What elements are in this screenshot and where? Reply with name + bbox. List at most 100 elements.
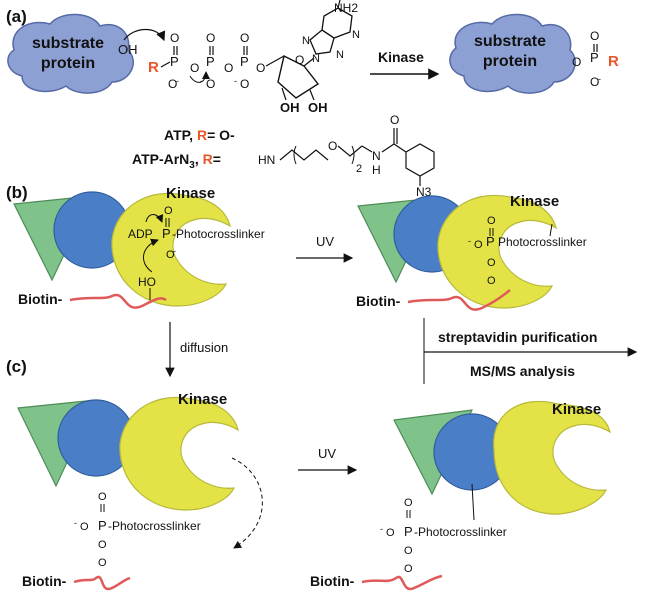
panel-label-c: (c) [6,357,27,376]
minus-b2: - [468,236,471,246]
oxide-c1: O [80,521,89,533]
product-oxide: O [590,75,599,89]
ribose-o: O [295,53,304,67]
minus-b1: - [173,246,176,256]
crosslink-bond-b2 [549,223,553,237]
photocrosslinker-c2: -Photocrosslinker [414,525,507,539]
phosphate-1: P [170,54,179,69]
imidazole-ring [309,29,335,55]
product-p: P [590,50,599,65]
oxo-b1: O [164,205,173,217]
oxo-2: O [206,31,215,45]
product-o: O [572,55,581,69]
minus-c2: - [380,524,383,534]
p-label-b1: P [162,226,171,241]
product-minus: - [598,74,601,84]
product-label-line2: protein [483,53,537,70]
amide-n: N [372,149,381,163]
r-group-label: R [148,59,159,76]
bridge-o-3: O [256,61,265,75]
oxo-3: O [240,31,249,45]
atp-arn3-label: ATP-ArN3, R= [132,151,221,171]
adenine-n1: N [352,29,360,41]
hydroxyl-3: OH [308,100,328,115]
crosslink-bond-c2 [471,483,475,521]
kinase-shape-c1 [119,396,239,511]
bond [381,143,395,153]
uv-label-c: UV [318,446,336,461]
bridge-o-c1a: O [98,539,107,551]
ribose-ring [277,54,320,99]
linker-hn: HN [258,153,275,167]
oxide-b2: O [474,239,483,251]
biotin-label-b1: Biotin- [18,291,63,307]
attack-arrow [123,28,166,42]
kinase-label-c1: Kinase [178,391,227,408]
kinase-shape-c2 [493,400,611,515]
bracket-right [351,145,355,165]
oxide-c2: O [386,527,395,539]
bridge-o-c2b: O [404,563,413,575]
oxide-1: O [168,77,177,91]
biotin-label-b2: Biotin- [356,293,401,309]
bridge-o-1: O [190,61,199,75]
adenine-n9: N [312,53,320,65]
dashed-diffusion-arrow [231,457,263,549]
adenine-n7: N [302,35,310,47]
product-label-line1: substrate [474,33,546,50]
bracket-left [293,145,297,165]
kinase-label-b2: Kinase [510,193,559,210]
kinase-shape-b1 [111,192,231,307]
phosphate-2: P [206,54,215,69]
phosphate-3: P [240,54,249,69]
bond [160,61,171,68]
oxo-c2: O [404,497,413,509]
bridge-o-c1b: O [98,557,107,569]
kinase-shape-b2 [437,194,557,309]
biotin-linker-b1 [69,293,167,309]
product-oxo: O [590,29,599,43]
panel-label-a: (a) [6,7,27,26]
biotin-linker-b2 [407,289,511,311]
uv-label-b: UV [316,234,334,249]
biotin-linker-c2 [361,574,443,591]
benzene-ring [405,143,435,177]
ho-label: HO [138,275,156,289]
p-label-b2: P [486,234,495,249]
substrate-label-line2: protein [41,55,95,72]
biotin-label-c2: Biotin- [310,573,355,589]
photocrosslinker-c1: -Photocrosslinker [108,519,201,533]
curved-arrow-adp [145,214,164,223]
biotin-label-c1: Biotin- [22,573,67,589]
amine-label: NH2 [334,1,358,15]
bridge-o-b2a: O [487,257,496,269]
oxide-3: O [240,77,249,91]
hydroxyl-2: OH [280,100,300,115]
oxide-2: O [206,77,215,91]
bond [265,55,285,67]
streptavidin-label: streptavidin purification [438,329,597,345]
biotin-linker-c1 [73,575,131,591]
linker-o: O [328,139,337,153]
msms-label: MS/MS analysis [470,363,575,379]
amide-h: H [372,163,381,177]
p-label-c2: P [404,524,413,539]
minus-c1: - [74,518,77,528]
leaving-arrow [189,71,210,83]
carbonyl-o: O [390,113,399,127]
minus-1: - [176,76,179,86]
minus-3: - [234,76,237,86]
substrate-cloud-left [7,13,134,94]
oxo-b2: O [487,215,496,227]
bond [361,145,373,153]
atp-label: ATP, R= O- [164,127,235,143]
bridge-o-c2a: O [404,545,413,557]
oxide-b1: O [166,249,175,261]
adp-label: ADP [128,227,153,241]
linker-chain [279,149,329,161]
kinase-label-c2: Kinase [552,401,601,418]
adenine-n3: N [336,49,344,61]
oxo-c1: O [98,491,107,503]
p-label-c1: P [98,518,107,533]
